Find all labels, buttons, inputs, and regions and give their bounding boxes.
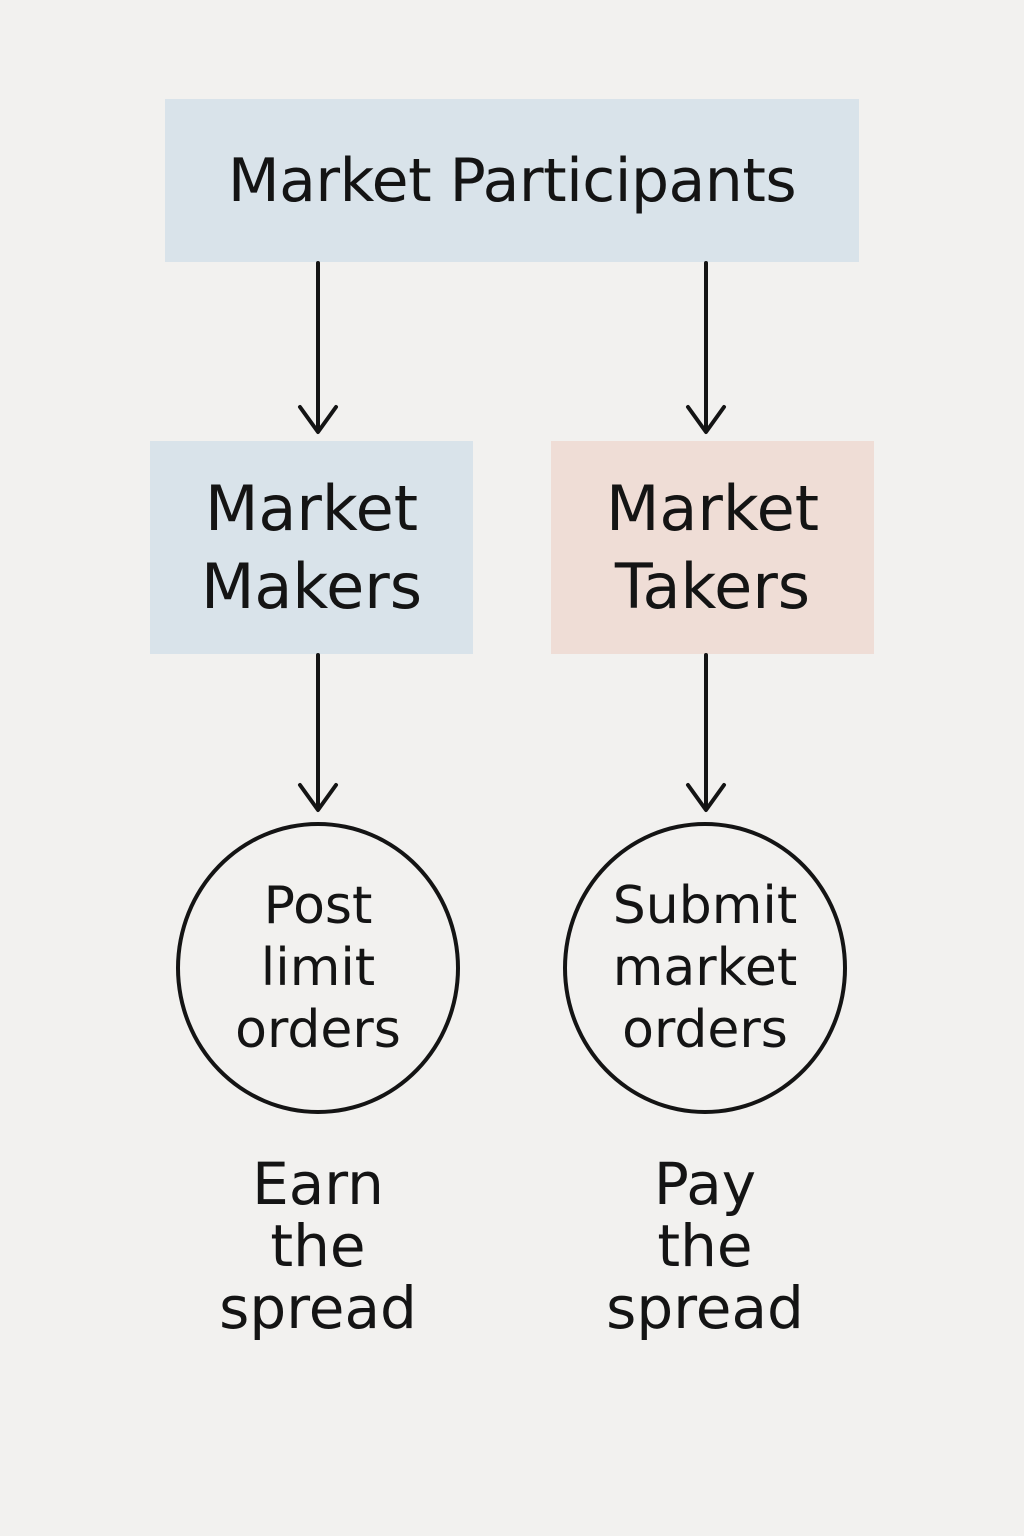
arrow-participants-to-takers bbox=[686, 261, 726, 434]
node-market-makers-label: Market Makers bbox=[200, 471, 423, 623]
node-market-participants-label: Market Participants bbox=[227, 145, 797, 216]
node-submit-market-orders-label: Submit market orders bbox=[612, 876, 798, 1060]
caption-pay-the-spread-label: Pay the spread bbox=[606, 1150, 804, 1342]
caption-pay-the-spread: Pay the spread bbox=[545, 1153, 865, 1339]
node-post-limit-orders: Post limit orders bbox=[176, 822, 460, 1114]
node-market-takers: Market Takers bbox=[551, 441, 874, 654]
arrow-takers-to-submit-market-orders bbox=[686, 653, 726, 812]
arrow-participants-to-makers bbox=[298, 261, 338, 434]
node-post-limit-orders-label: Post limit orders bbox=[235, 876, 401, 1060]
caption-earn-the-spread-label: Earn the spread bbox=[219, 1150, 417, 1342]
node-submit-market-orders: Submit market orders bbox=[563, 822, 847, 1114]
caption-earn-the-spread: Earn the spread bbox=[158, 1153, 478, 1339]
node-market-makers: Market Makers bbox=[150, 441, 473, 654]
node-market-takers-label: Market Takers bbox=[605, 471, 820, 623]
node-market-participants: Market Participants bbox=[165, 99, 859, 262]
arrow-makers-to-post-limit-orders bbox=[298, 653, 338, 812]
